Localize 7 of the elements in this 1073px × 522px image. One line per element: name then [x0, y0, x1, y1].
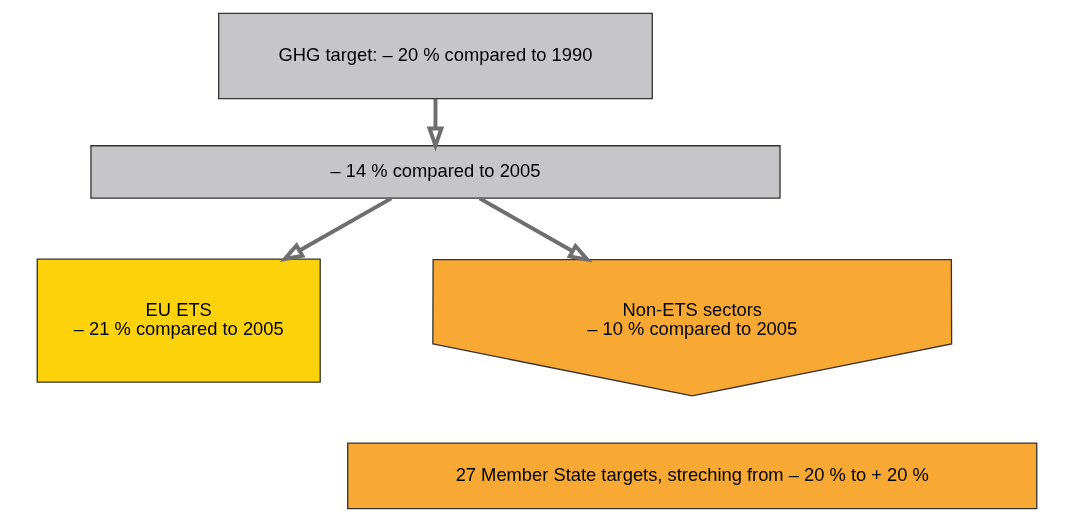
node-box: EU ETS – 21 % compared to 2005	[36, 258, 321, 383]
node-box: GHG target: – 20 % compared to 1990	[217, 12, 653, 100]
arrow	[426, 98, 444, 152]
node-box: – 14 % compared to 2005	[89, 145, 781, 199]
arrow	[279, 196, 392, 262]
arrow	[478, 196, 593, 263]
node-box: 27 Member State targets, streching from – 20 % to + 20 %	[346, 442, 1037, 510]
